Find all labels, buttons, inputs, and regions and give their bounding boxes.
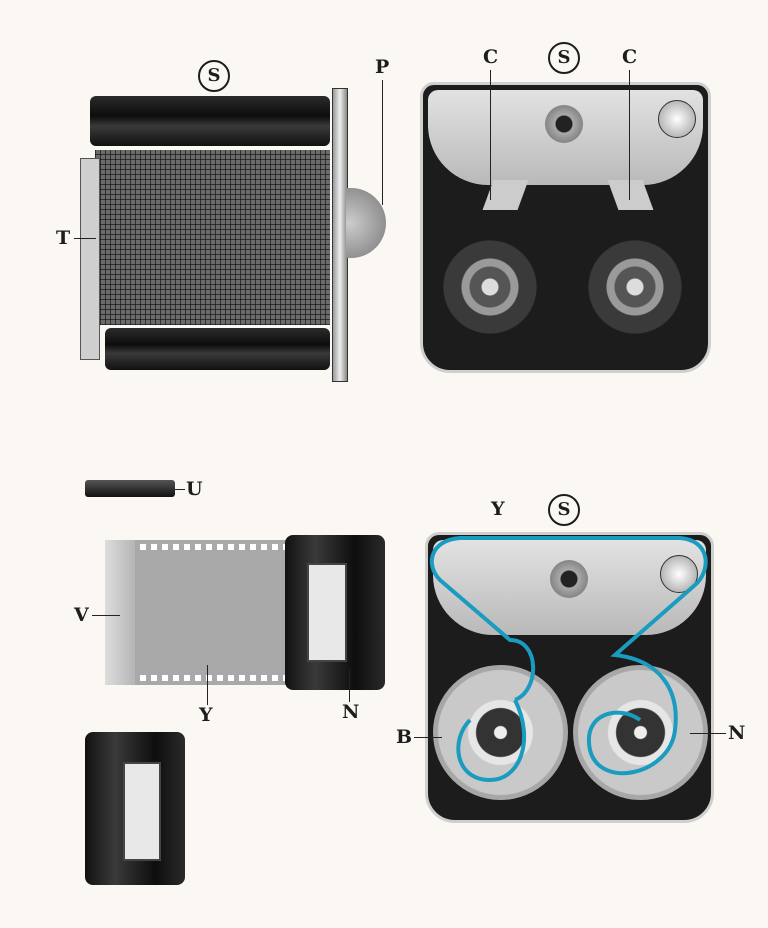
circled-s-label: S bbox=[548, 494, 580, 526]
leader-p bbox=[382, 80, 383, 205]
right-film-roll bbox=[573, 665, 708, 800]
cassette-window bbox=[123, 762, 161, 861]
label-t: T bbox=[56, 227, 71, 249]
circled-s-label: S bbox=[198, 60, 230, 92]
top-roller bbox=[90, 96, 330, 146]
circled-s-label: S bbox=[548, 42, 580, 74]
label-b: B bbox=[396, 726, 413, 748]
counter-dial bbox=[658, 100, 696, 138]
center-hub bbox=[550, 560, 588, 598]
side-frame bbox=[80, 158, 100, 360]
spare-cassette bbox=[85, 732, 185, 885]
label-v: V bbox=[74, 604, 89, 626]
film-cassette bbox=[285, 535, 385, 690]
right-spool bbox=[588, 240, 682, 334]
film-path-line bbox=[429, 536, 708, 776]
label-y-top: Y bbox=[491, 498, 505, 520]
leader-n-cassette bbox=[349, 670, 350, 702]
sprocket-holes-bottom bbox=[140, 675, 290, 681]
film-strip bbox=[105, 540, 290, 685]
leader-v bbox=[92, 615, 120, 616]
leader-c-left bbox=[490, 70, 491, 200]
label-u: U bbox=[186, 478, 203, 500]
label-c-left: C bbox=[483, 46, 499, 68]
label-n-spool: N bbox=[728, 722, 746, 744]
magazine-front-view bbox=[420, 82, 711, 373]
label-y-film: Y bbox=[199, 704, 213, 726]
leader-n-spool bbox=[690, 733, 726, 734]
film-path-left-spiral bbox=[456, 699, 526, 783]
magazine-side-view bbox=[80, 88, 386, 383]
cassette-window bbox=[307, 563, 347, 662]
cover-part bbox=[85, 480, 175, 497]
left-spool bbox=[443, 240, 537, 334]
leader-c-right bbox=[629, 70, 630, 200]
film-leader bbox=[105, 540, 135, 685]
label-p: P bbox=[375, 56, 390, 78]
sprocket-holes-top bbox=[140, 544, 290, 550]
label-c-right: C bbox=[622, 46, 638, 68]
leader-t bbox=[74, 238, 96, 239]
pressure-plate-texture bbox=[95, 150, 330, 325]
leader-u bbox=[175, 489, 185, 490]
center-hub bbox=[545, 105, 583, 143]
leader-y-film bbox=[207, 665, 208, 705]
label-n-cassette: N bbox=[342, 701, 360, 723]
leader-b bbox=[414, 737, 442, 738]
bottom-roller bbox=[105, 328, 330, 370]
